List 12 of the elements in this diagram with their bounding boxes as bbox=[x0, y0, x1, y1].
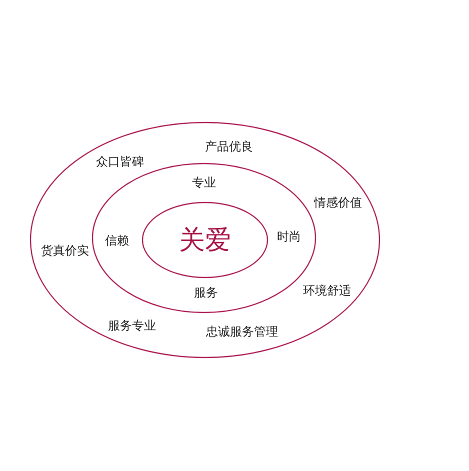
ring-label: 产品优良 bbox=[205, 138, 253, 156]
ring-label: 情感价值 bbox=[314, 194, 362, 212]
ring-label: 时尚 bbox=[277, 228, 301, 246]
ring-label: 服务 bbox=[194, 284, 218, 302]
ring-label: 服务专业 bbox=[108, 318, 156, 334]
ring-label: 众口皆碑 bbox=[96, 154, 144, 170]
ring-label: 专业 bbox=[192, 174, 216, 192]
ring-label: 环境舒适 bbox=[303, 282, 351, 300]
center-label: 关爱 bbox=[179, 224, 231, 258]
ring-label: 信赖 bbox=[105, 232, 129, 250]
ring-label: 忠诚服务管理 bbox=[206, 324, 278, 340]
ring-label: 货真价实 bbox=[41, 242, 89, 260]
